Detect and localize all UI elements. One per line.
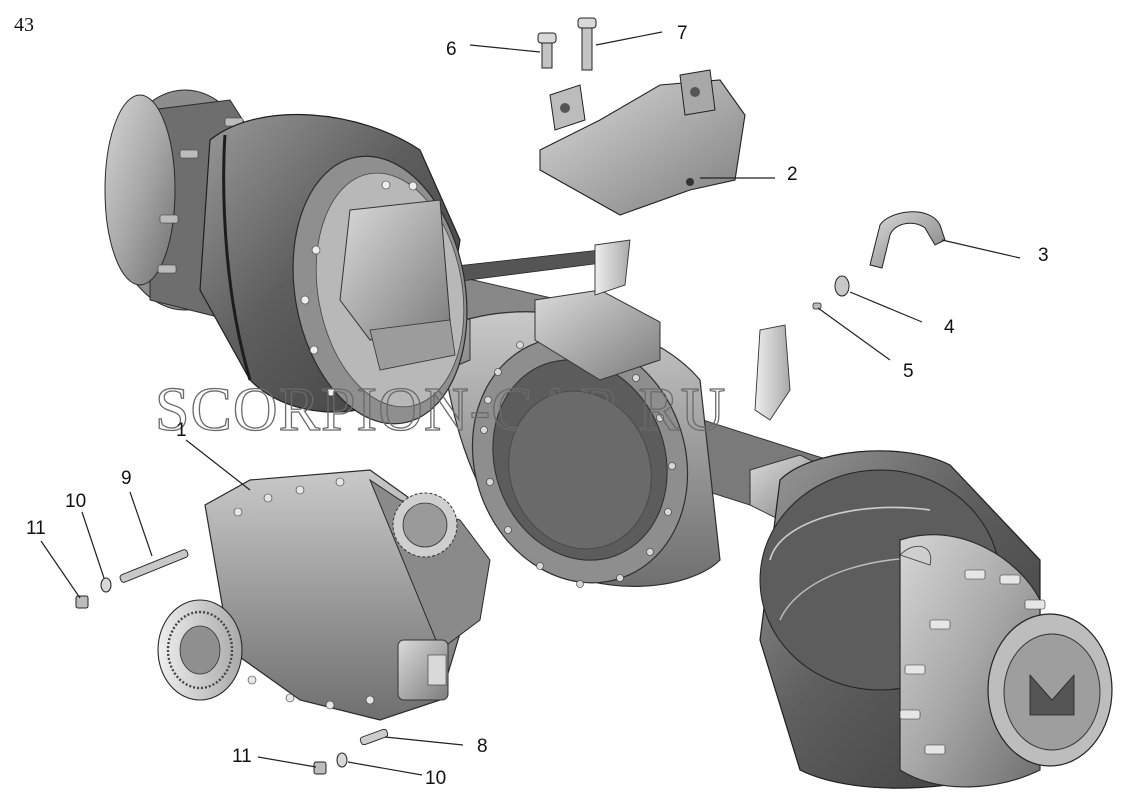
callout-4: 4 [944,317,955,338]
nut-11-upper [75,595,89,609]
leader-lines [40,31,1021,776]
spring-bracket [539,69,746,216]
callout-11-upper: 11 [26,518,46,539]
page-number: 43 [14,14,34,36]
watermark-text: SCORPION-CAR.RU [155,376,726,444]
bolt-7 [577,17,597,71]
washer-4 [834,275,850,297]
u-bracket [869,211,946,269]
right-hub-drum [759,450,1113,789]
washer-10-lower [336,752,348,768]
stud-9 [119,549,189,583]
differential-assembly [157,469,491,721]
callout-5: 5 [903,361,914,382]
callout-7: 7 [677,23,688,44]
bolt-6 [537,32,557,69]
callout-1: 1 [176,420,187,441]
callout-labels: 1 2 3 4 5 6 7 8 9 10 10 11 11 [26,23,1049,789]
axle-assembly [104,89,1113,789]
callout-11-lower: 11 [232,746,252,767]
washer-10-upper [100,577,112,593]
callout-9: 9 [121,468,132,489]
stud-8 [359,728,389,746]
callout-2: 2 [787,164,798,185]
callout-8: 8 [477,736,488,757]
left-hub-drum [104,89,468,425]
callout-10-lower: 10 [425,768,446,789]
callout-10-upper: 10 [65,491,86,512]
callout-3: 3 [1038,245,1049,266]
bolt-5 [812,302,822,310]
nut-11-lower [313,761,327,775]
callout-6: 6 [446,39,457,60]
